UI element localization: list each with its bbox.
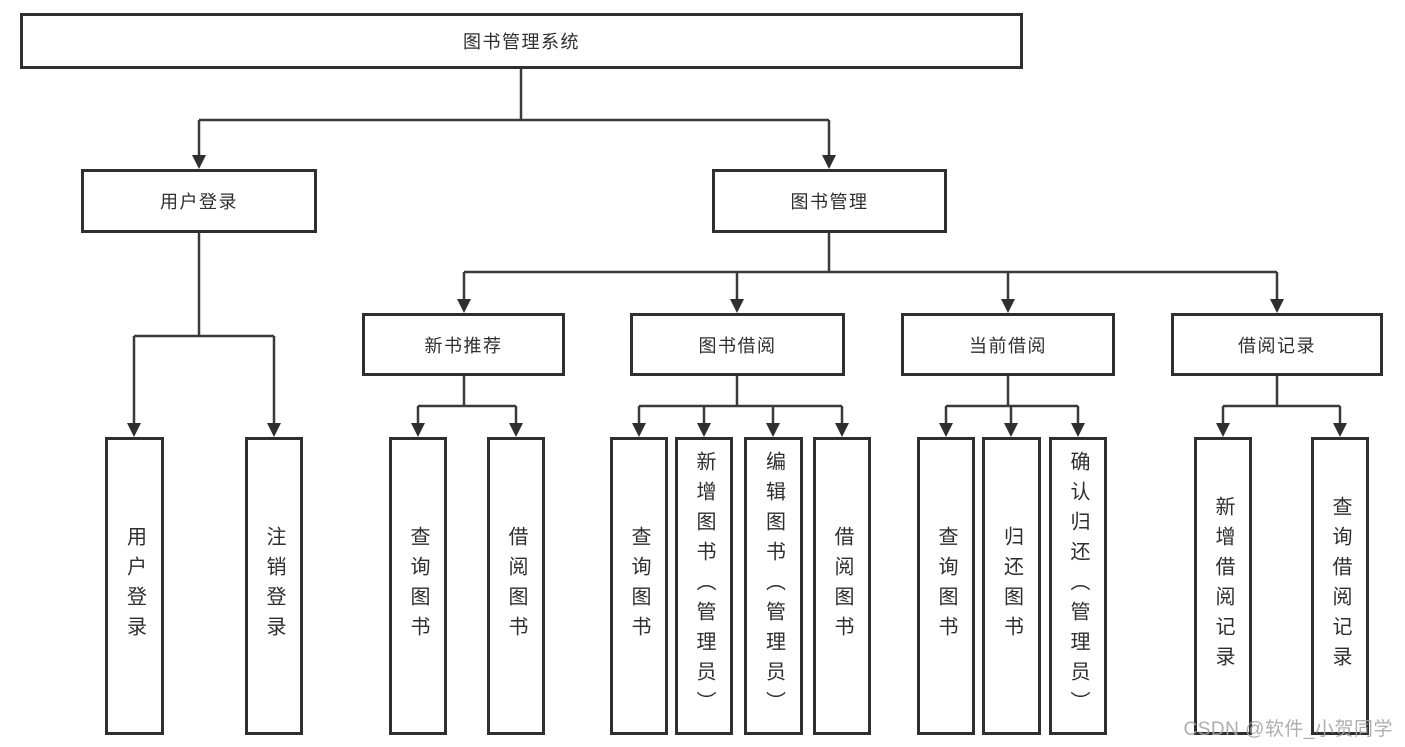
node-label: 查询图书 [407,526,429,646]
node-leaf-add-borrow-record: 新增借阅记录 [1194,437,1252,735]
node-label: 新增借阅记录 [1212,496,1234,676]
node-label: 查询借阅记录 [1329,496,1351,676]
node-label: 借阅图书 [831,526,853,646]
node-label: 查询图书 [628,526,650,646]
node-leaf-borrow-books-2: 借阅图书 [813,437,871,735]
node-label: 图书借阅 [698,335,777,356]
node-label: 用户登录 [123,526,146,646]
node-leaf-query-books-3: 查询图书 [917,437,975,735]
node-label: 图书管理系统 [463,32,580,52]
node-leaf-add-books-admin: 新增图书（管理员） [675,437,733,735]
node-label: 确认归还（管理员） [1067,451,1089,721]
node-new-book-recommend: 新书推荐 [362,313,565,376]
node-leaf-logout: 注销登录 [245,437,303,735]
node-user-login-branch: 用户登录 [81,169,317,233]
node-leaf-query-books-1: 查询图书 [389,437,447,735]
node-label: 新增图书（管理员） [693,451,715,721]
node-label: 新书推荐 [424,335,503,356]
node-label: 用户登录 [160,192,238,212]
node-label: 查询图书 [935,526,957,646]
node-label: 注销登录 [263,526,285,646]
csdn-watermark: CSDN @软件_小贺同学 [1183,719,1393,740]
node-root-library-system: 图书管理系统 [20,13,1023,69]
node-label: 归还图书 [1000,526,1023,646]
node-leaf-borrow-books-1: 借阅图书 [487,437,545,735]
node-leaf-query-books-2: 查询图书 [610,437,668,735]
node-label: 图书管理 [790,192,869,212]
node-label: 当前借阅 [969,335,1047,356]
node-label: 借阅图书 [505,526,527,646]
node-leaf-return-books: 归还图书 [982,437,1041,735]
node-leaf-user-login: 用户登录 [105,437,164,735]
node-current-borrow: 当前借阅 [901,313,1115,376]
node-book-management-branch: 图书管理 [712,169,947,233]
node-leaf-confirm-return-admin: 确认归还（管理员） [1049,437,1107,735]
node-borrow-records: 借阅记录 [1171,313,1383,376]
node-label: 编辑图书（管理员） [762,451,785,721]
node-label: 借阅记录 [1238,335,1316,356]
node-leaf-edit-books-admin: 编辑图书（管理员） [744,437,803,735]
node-book-borrow: 图书借阅 [630,313,845,376]
node-leaf-query-borrow-record: 查询借阅记录 [1311,437,1369,735]
